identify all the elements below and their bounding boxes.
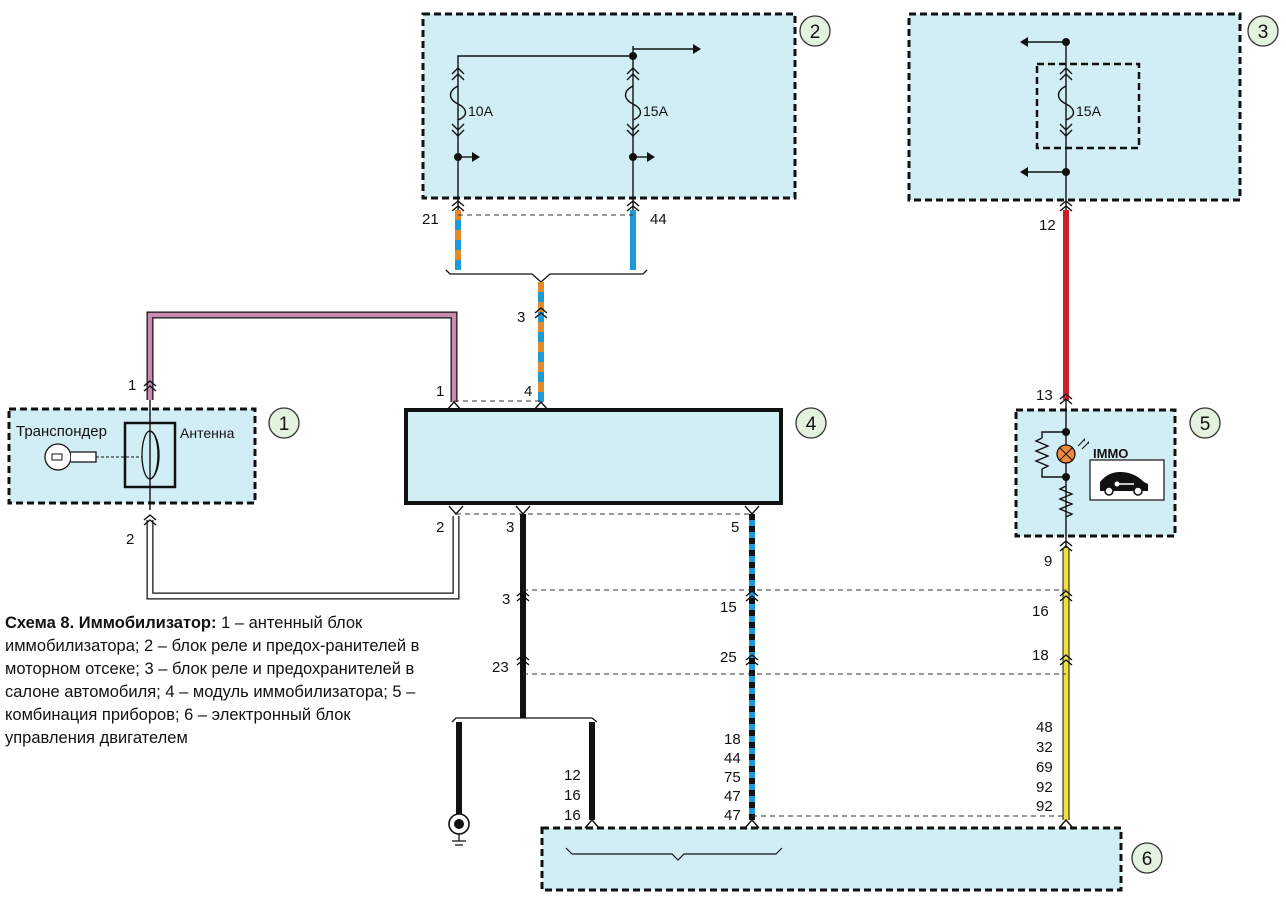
ecu-blue-pin-list: 18 44 75 47 47	[724, 731, 741, 824]
svg-text:5: 5	[1200, 414, 1211, 435]
ecu-pin: 92	[1036, 779, 1053, 796]
block-number-badge-1: 1	[268, 407, 300, 439]
block-3-interior-fuse-box: 15A	[907, 12, 1242, 210]
fuse-15a-block-3: 15A	[1057, 67, 1102, 137]
fuse-15a-block-2-label: 15A	[643, 103, 669, 119]
fuse-10a-label: 10A	[468, 103, 494, 119]
block-5-instrument-cluster: IMMO	[1014, 400, 1177, 548]
ecu-pin: 12	[564, 767, 581, 784]
connector-symbols	[143, 200, 1074, 829]
ecu-yellow-pin-list: 48 32 69 92 92	[1036, 719, 1053, 815]
pin-label: 1	[436, 383, 444, 400]
pin-label: 3	[506, 519, 514, 536]
ecu-pin: 16	[564, 807, 581, 824]
ecu-pin: 48	[1036, 719, 1053, 736]
block-4-immobilizer-module	[404, 408, 783, 505]
antenna-label: Антенна	[180, 425, 235, 441]
splice-bracket	[445, 269, 648, 283]
ecu-pin: 32	[1036, 739, 1053, 756]
car-key-icon	[1100, 472, 1148, 496]
diagram-caption: Схема 8. Иммобилизатор: 1 – антенный бло…	[5, 612, 425, 750]
fuse-15a-block-3-label: 15A	[1076, 103, 1102, 119]
pin-label: 2	[126, 531, 134, 548]
block-number-badge-4: 4	[795, 407, 827, 439]
pin-label: 3	[517, 309, 525, 326]
svg-text:3: 3	[1258, 22, 1269, 43]
wires	[146, 210, 1070, 820]
block-6-ecu	[540, 826, 1123, 892]
ecu-pin: 16	[564, 787, 581, 804]
ecu-pin: 47	[724, 807, 741, 824]
ecu-pin: 92	[1036, 798, 1053, 815]
pin-label: 21	[422, 211, 439, 228]
svg-text:4: 4	[806, 414, 817, 435]
block-number-badge-3: 3	[1247, 15, 1279, 47]
pin-label: 2	[436, 519, 444, 536]
pin-label: 1	[128, 377, 136, 394]
pin-label: 25	[720, 649, 737, 666]
pin-label: 44	[650, 211, 667, 228]
fuse-10a: 10A	[449, 67, 494, 137]
cluster-internal-wiring	[1034, 400, 1074, 548]
pin-label: 12	[1039, 217, 1056, 234]
block-number-badge-2: 2	[799, 15, 831, 47]
block-3-internal-wiring	[1020, 37, 1070, 210]
ecu-pin: 44	[724, 750, 741, 767]
ground-icon	[448, 813, 470, 846]
pin-label: 5	[731, 519, 739, 536]
caption-text: 1 – антенный блок иммобилизатора; 2 – бл…	[5, 614, 420, 747]
block-1-antenna-unit: Транспондер Антенна	[7, 400, 257, 510]
pin-label: 23	[492, 659, 509, 676]
wire-pink	[147, 312, 457, 402]
ecu-pin: 18	[724, 731, 741, 748]
ecu-pin: 69	[1036, 759, 1053, 776]
ecu-pin: 47	[724, 788, 741, 805]
svg-text:6: 6	[1142, 849, 1153, 870]
pin-label: 15	[720, 599, 737, 616]
pin-label: 9	[1044, 553, 1052, 570]
ecu-connector-bracket	[565, 847, 783, 861]
pin-label: 4	[524, 383, 532, 400]
pin-label: 18	[1032, 647, 1049, 664]
block-2-internal-wiring	[454, 44, 701, 210]
fuse-15a-block-2: 15A	[624, 67, 669, 137]
pin-label: 3	[502, 591, 510, 608]
ecu-black-pin-list: 12 16 16	[564, 767, 581, 824]
svg-text:2: 2	[810, 22, 821, 43]
pin-label: 16	[1032, 603, 1049, 620]
caption-title: Схема 8. Иммобилизатор:	[5, 614, 217, 632]
ecu-pin: 75	[724, 769, 741, 786]
block-number-badges: 1 2 3 4 5 6	[268, 15, 1279, 874]
svg-text:1: 1	[279, 414, 290, 435]
immo-indicator: IMMO	[1089, 446, 1165, 501]
pin-label: 13	[1036, 387, 1053, 404]
block-number-badge-5: 5	[1189, 407, 1221, 439]
connector-grouping-lines	[454, 214, 1066, 817]
immo-label: IMMO	[1093, 446, 1128, 461]
antenna-coil-icon	[141, 400, 160, 510]
transponder-label: Транспондер	[16, 423, 107, 440]
ground-split-bracket	[451, 717, 598, 723]
block-number-badge-6: 6	[1131, 842, 1163, 874]
block-2-engine-fuse-box: 10A 15A	[421, 12, 797, 210]
pin-labels: 1 2 21 44 3 1 4 2 3 5 12 13 9 3 23 15 25…	[126, 211, 1056, 824]
transponder-key-icon	[44, 443, 142, 471]
wire-white	[147, 516, 459, 599]
immo-warning-lamp	[1056, 438, 1089, 464]
